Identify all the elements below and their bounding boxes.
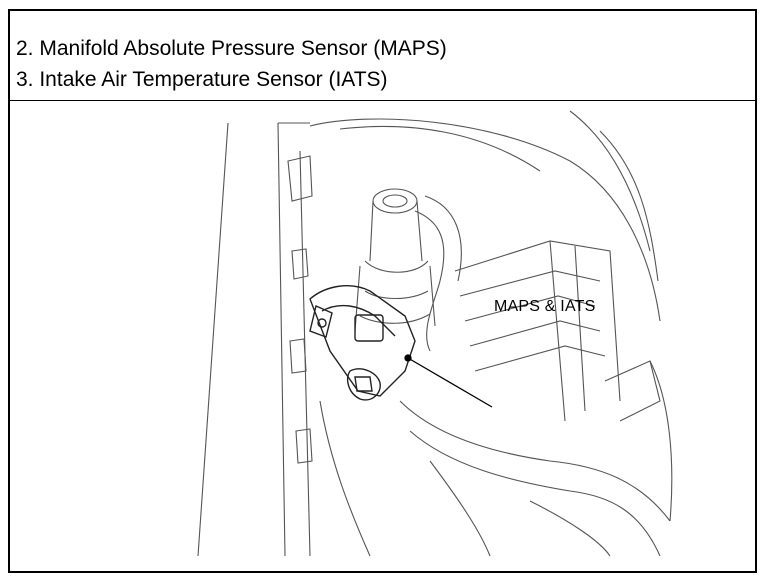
faded-header-mark: [18, 11, 138, 21]
intake-runners: [454, 240, 621, 402]
caption-header: 2. Manifold Absolute Pressure Sensor (MA…: [10, 11, 755, 101]
diagram-frame: 2. Manifold Absolute Pressure Sensor (MA…: [8, 9, 757, 573]
caption-line-iats: 3. Intake Air Temperature Sensor (IATS): [16, 68, 388, 91]
engine-illustration: [197, 110, 673, 557]
maps-iats-sensor: [309, 285, 416, 401]
callout-leader: [404, 354, 493, 408]
bracket-panel: [277, 122, 311, 557]
body-edge-line: [197, 122, 229, 557]
intake-tube: [309, 118, 661, 322]
callout-label-maps-iats: MAPS & IATS: [494, 298, 596, 315]
filler-cap: [372, 188, 418, 214]
caption-line-maps: 2. Manifold Absolute Pressure Sensor (MA…: [16, 37, 447, 60]
